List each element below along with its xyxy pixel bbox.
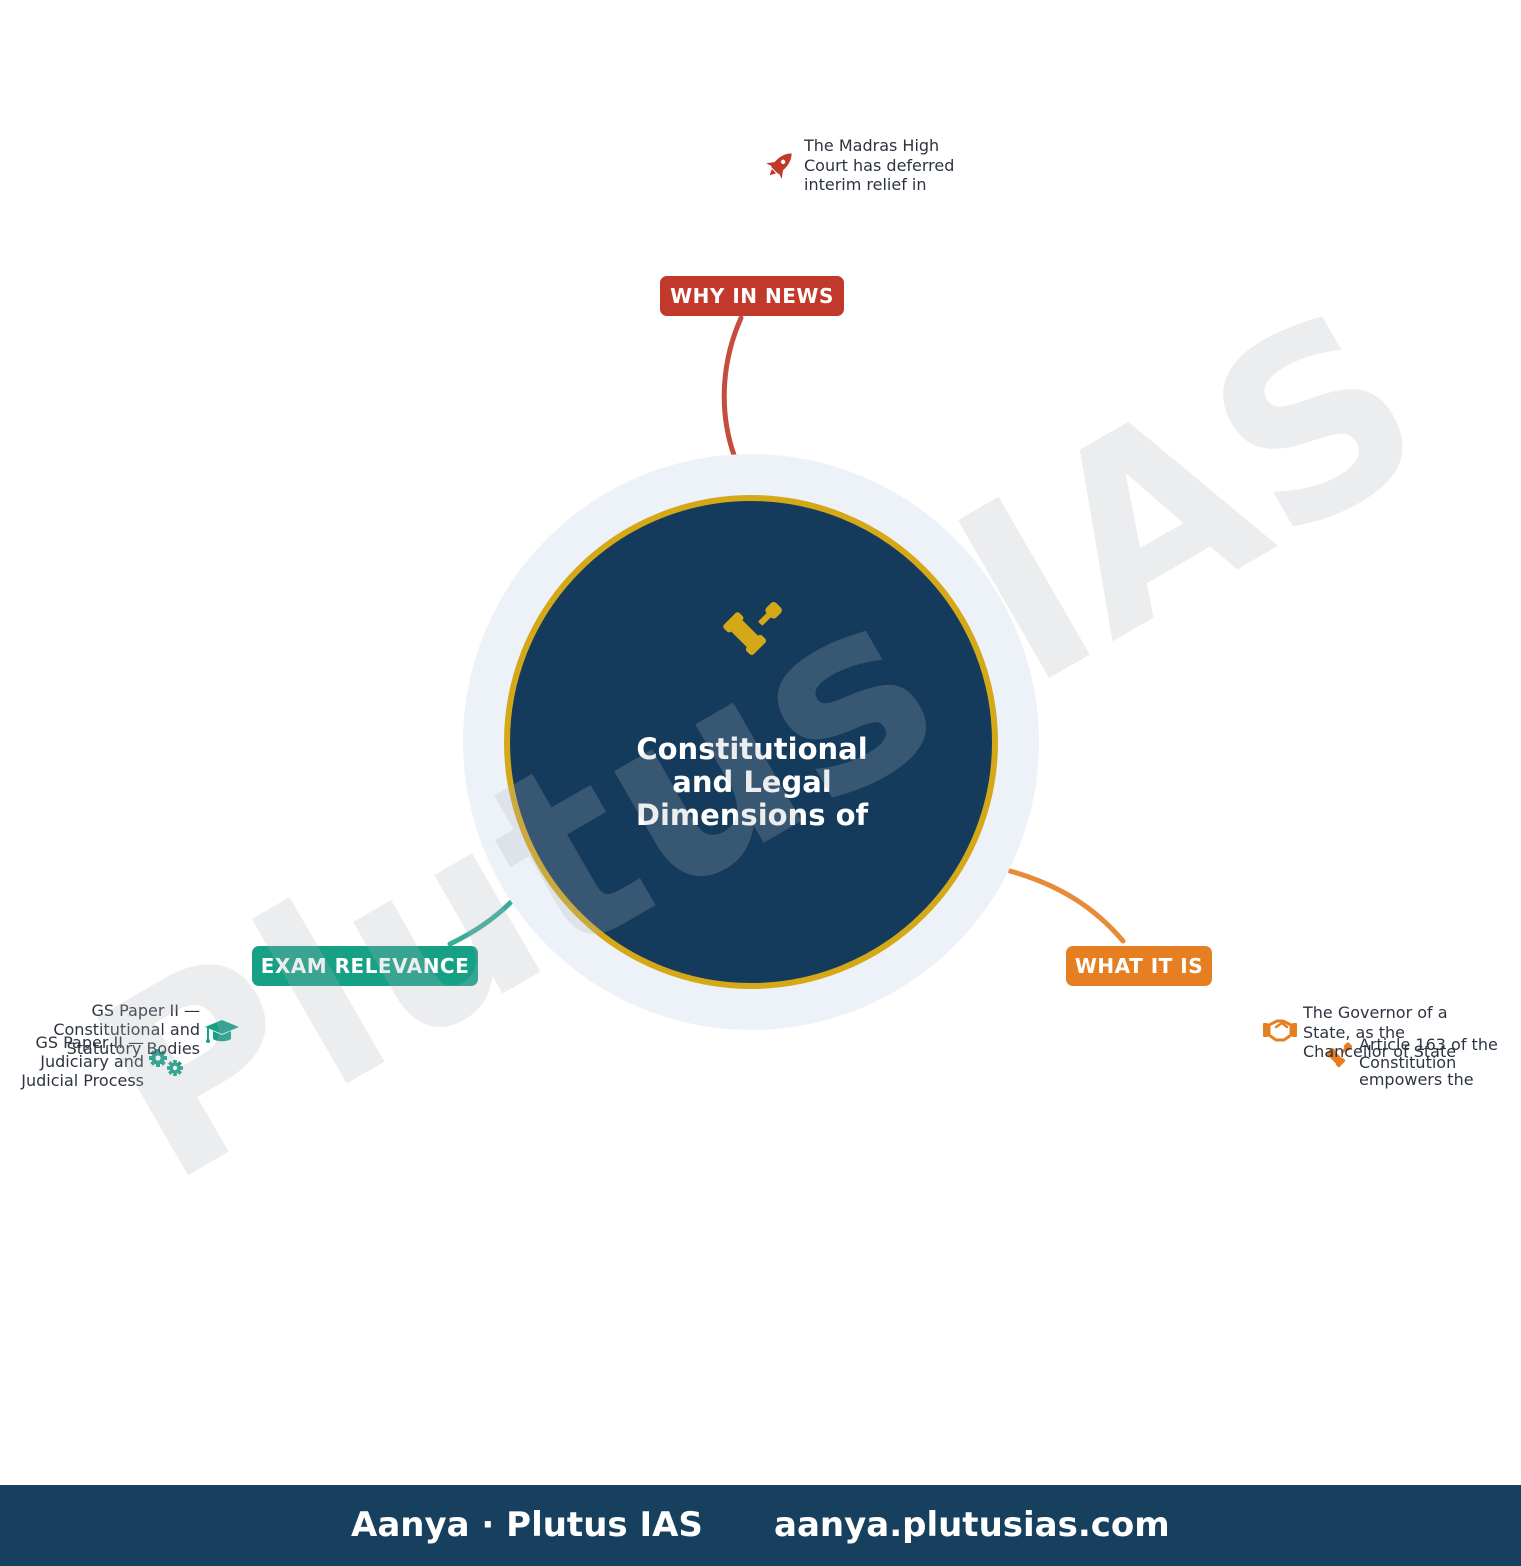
connector-what-it-is (1007, 868, 1126, 944)
graduation-cap-icon (205, 1020, 239, 1043)
handshake-icon (1263, 1019, 1297, 1042)
leaf-line: The Governor of a (1303, 1003, 1448, 1022)
footer-bar: Aanya · Plutus IAS aanya.plutusias.com (0, 1485, 1521, 1566)
connector-why-in-news (721, 315, 744, 458)
leaf-what-it-is-2: Article 163 of the Constitution empowers… (1359, 1036, 1498, 1089)
center-title-line: Constitutional (636, 732, 868, 766)
branch-label-why-in-news[interactable]: WHY IN NEWS (660, 276, 844, 316)
leaf-line: GS Paper II — (35, 1033, 144, 1052)
leaf-exam-relevance-2: GS Paper II — Judiciary and Judicial Pro… (21, 1033, 144, 1090)
leaf-line: GS Paper II — (91, 1001, 200, 1020)
leaf-line: Constitutional and (53, 1020, 200, 1039)
footer-brand: Aanya · Plutus IAS (351, 1505, 703, 1545)
center-title-line: Dimensions of (635, 798, 869, 832)
leaf-why-in-news-1: The Madras High Court has deferred inter… (804, 136, 954, 195)
leaf-line: Constitution (1359, 1052, 1457, 1072)
leaf-what-it-is-1: The Governor of a State, as the Chancell… (1303, 1003, 1456, 1062)
leaf-line: The Madras High (804, 136, 940, 155)
leaf-line: Statutory Bodies (66, 1039, 200, 1058)
leaf-exam-relevance-1: GS Paper II — Constitutional and Statuto… (53, 1001, 200, 1058)
center-title-line: and Legal (672, 765, 832, 799)
leaf-line: empowers the (1359, 1070, 1474, 1089)
center-title: Constitutional and Legal Dimensions of (590, 733, 914, 832)
branch-label-exam-relevance[interactable]: EXAM RELEVANCE (252, 946, 478, 986)
branch-label-what-it-is[interactable]: WHAT IT IS (1066, 946, 1212, 986)
gavel-icon (1325, 1042, 1353, 1068)
leaf-line: Court has deferred (804, 155, 955, 175)
leaf-line: Judicial Process (21, 1071, 144, 1090)
connector-exam-relevance (447, 899, 514, 947)
leaf-line: Chancellor of State (1303, 1042, 1457, 1061)
leaf-line: interim relief in (804, 175, 927, 194)
leaf-line: Article 163 of the (1359, 1035, 1498, 1054)
gears-icon (149, 1049, 183, 1076)
footer-url[interactable]: aanya.plutusias.com (774, 1505, 1170, 1545)
leaf-line: Judiciary and (40, 1052, 144, 1071)
center-circle (504, 495, 998, 989)
gavel-icon (723, 602, 782, 656)
leaf-line: State, as the (1303, 1022, 1406, 1042)
rocket-icon (766, 153, 792, 179)
